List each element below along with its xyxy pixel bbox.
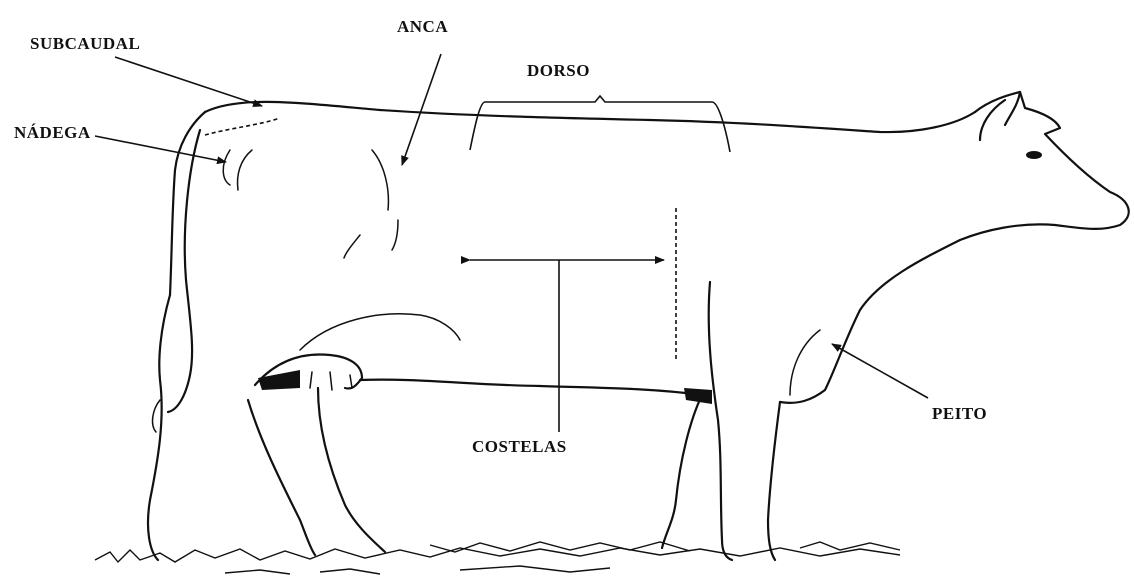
cow-eye [1026,151,1042,159]
cow-belly [360,380,702,395]
grass-line-1 [95,548,900,562]
cow-head [960,92,1129,240]
cow-neck-chest [780,240,960,403]
cow-subcaudal-dash [205,118,280,135]
label-anca: ANCA [397,17,448,36]
cow-rear-leg-near [148,295,385,560]
label-dorso: DORSO [527,61,590,80]
label-nadega: NÁDEGA [14,123,91,142]
cow-tail-switch [153,400,160,432]
nadega-pointer [95,136,226,162]
label-subcaudal: SUBCAUDAL [30,34,140,53]
cow-hock-patch [258,370,300,390]
grass-line-2 [430,542,900,552]
label-costelas: COSTELAS [472,437,567,456]
anca-pointer [402,54,441,165]
peito-pointer [832,344,928,398]
cow-illustration [148,92,1129,560]
cow-rear-leg-far [248,400,315,555]
label-pointers [95,54,928,432]
grass-line-3 [225,566,610,574]
cow-hip-bone [344,150,398,258]
cow-back-line [205,102,975,132]
cow-rump-curve [223,150,252,190]
grass-ground [95,542,900,574]
cow-knee-patch [684,388,712,404]
cow-flank-fold [300,314,460,350]
subcaudal-pointer [115,57,262,106]
cow-front-leg-near [709,282,780,560]
cow-chest-curve [790,330,820,395]
label-peito: PEITO [932,404,987,423]
dorso-bracket [470,96,730,152]
cow-tail [168,130,200,412]
cow-front-leg-far [662,395,702,548]
